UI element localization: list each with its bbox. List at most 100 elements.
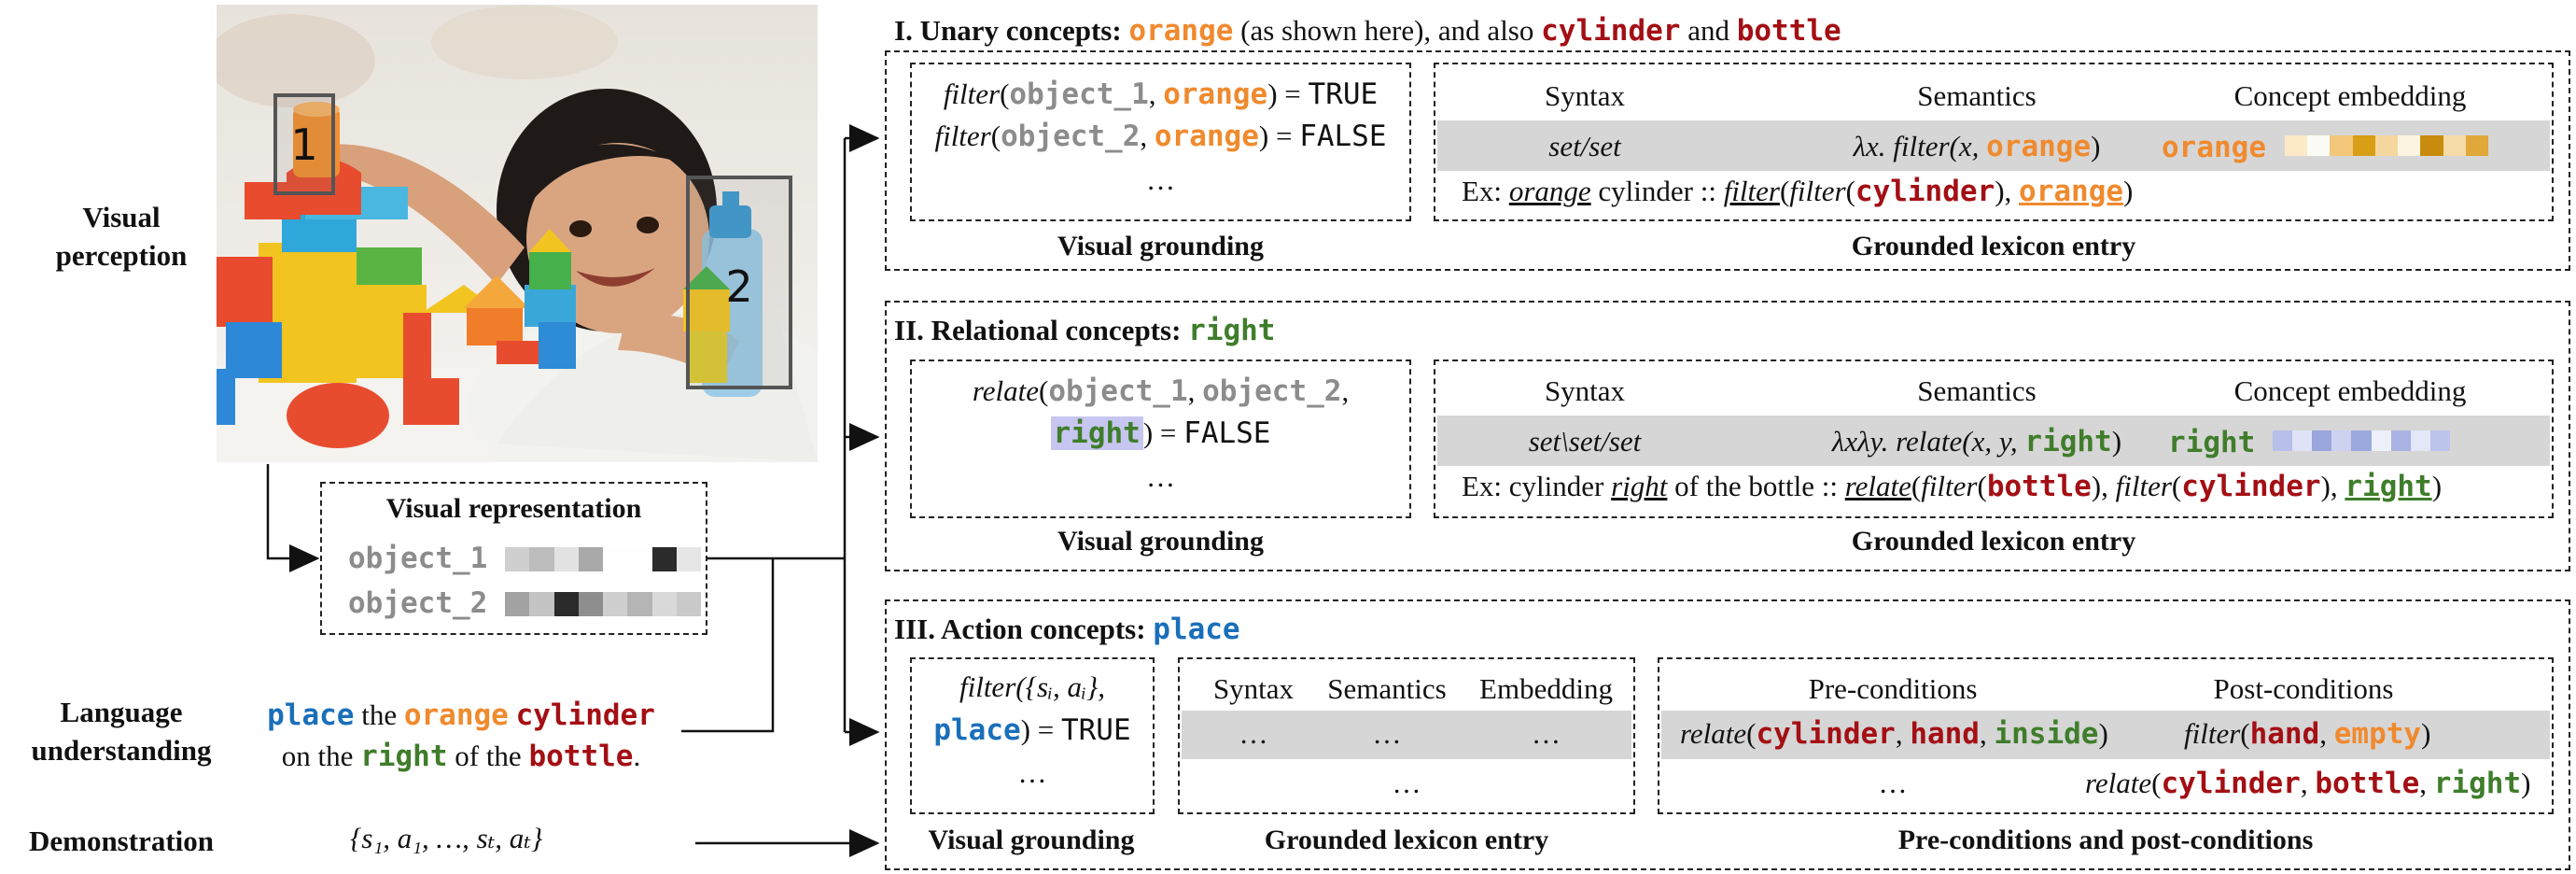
object-2-label: object_2 xyxy=(348,586,488,620)
unary-header-semantics: Semantics xyxy=(1917,79,2037,112)
action-caption-lex: Grounded lexicon entry xyxy=(1264,825,1549,855)
action-title-concept: place xyxy=(1153,613,1240,646)
unary-embedding-cell xyxy=(2465,135,2488,156)
action-post-relate: relate(cylinder, bottle, right) xyxy=(2085,767,2531,800)
action-caption-vg: Visual grounding xyxy=(928,825,1135,855)
object-2-embedding-cell xyxy=(505,592,530,616)
relational-embedding-cell xyxy=(2331,430,2352,451)
action-vg-line2: place) = TRUE xyxy=(933,713,1131,747)
action-section-title: III. Action concepts: place xyxy=(894,613,1240,646)
unary-caption-vg: Visual grounding xyxy=(1057,231,1264,261)
unary-embedding-cell xyxy=(2307,135,2331,156)
unary-semantics: λx. filter(x, orange) xyxy=(1853,130,2101,163)
word-period: . xyxy=(633,740,641,772)
word-place: place xyxy=(267,698,355,732)
visual-perception-text: Visual perception xyxy=(55,201,188,272)
relational-concept-embedding xyxy=(2273,430,2450,451)
relational-section-title: II. Relational concepts: right xyxy=(894,314,1275,347)
unary-title-cylinder: cylinder xyxy=(1541,14,1681,48)
relational-embedding-cell xyxy=(2410,430,2430,451)
relational-visual-grounding-box: relate(object_1, object_2, right) = FALS… xyxy=(910,359,1411,518)
object-2-embedding-cell xyxy=(676,592,701,616)
word-orange: orange xyxy=(403,698,509,732)
relational-header-semantics: Semantics xyxy=(1917,374,2037,407)
unary-header-syntax: Syntax xyxy=(1544,79,1626,112)
relational-vg-ellipsis: … xyxy=(1146,460,1175,493)
action-visual-grounding-box: filter({sᵢ, aᵢ}, place) = TRUE … xyxy=(910,657,1155,814)
unary-title-mid1: (as shown here), and also xyxy=(1240,14,1534,47)
action-lexicon-box: Syntax Semantics Embedding … … … … xyxy=(1178,657,1635,814)
action-pre-relate: relate(cylinder, hand, inside) xyxy=(1680,717,2108,751)
object-1-embedding-cell xyxy=(627,547,652,571)
relational-embedding-cell xyxy=(2429,430,2450,451)
action-embedding-dots: … xyxy=(1532,717,1561,750)
word-on-the: on the xyxy=(281,740,354,772)
action-section-frame xyxy=(885,599,2570,870)
object-1-label: object_1 xyxy=(348,542,488,575)
unary-embedding-cell xyxy=(2398,135,2421,156)
demonstration-math: {s₁, a₁, …, sₜ, aₜ} xyxy=(350,822,543,854)
object-1-embedding-cell xyxy=(603,547,628,571)
relational-vg-line1: relate(object_1, object_2, xyxy=(972,374,1350,408)
unary-section-title: I. Unary concepts: orange (as shown here… xyxy=(894,14,1841,48)
visual-perception-label: Visual perception xyxy=(37,198,205,275)
action-vg-line1: filter({sᵢ, aᵢ}, xyxy=(959,670,1106,703)
relational-section-frame xyxy=(885,301,2570,571)
unary-lexicon-box: Syntax Semantics Concept embedding set/s… xyxy=(1434,63,2554,221)
relational-caption-lex: Grounded lexicon entry xyxy=(1851,526,2136,557)
relational-embedding-cell xyxy=(2371,430,2391,451)
relational-vg-line2: right) = FALSE xyxy=(912,416,1409,450)
object-1-embedding-cell xyxy=(529,547,554,571)
word-right: right xyxy=(360,740,448,773)
language-understanding-label: Language understanding xyxy=(19,693,224,769)
unary-title-mid2: and xyxy=(1687,14,1729,47)
relational-embedding-cell xyxy=(2292,430,2313,451)
unary-vg-ellipsis: … xyxy=(1146,163,1175,196)
relational-title-concept: right xyxy=(1188,314,1276,347)
language-sentence: place the orange cylinder on the right o… xyxy=(245,695,678,777)
scene-illustration: 1 2 xyxy=(217,5,818,462)
object-2-embedding-cell xyxy=(603,592,628,616)
object-2-embedding xyxy=(505,592,701,616)
word-cylinder: cylinder xyxy=(515,698,655,732)
action-header-pre: Pre-conditions xyxy=(1808,672,1978,705)
object-1-embedding-cell xyxy=(578,547,603,571)
relational-lexicon-box: Syntax Semantics Concept embedding set\s… xyxy=(1434,359,2554,518)
relational-embedding-cell xyxy=(2351,430,2372,451)
action-pre-dots: … xyxy=(1878,767,1908,799)
word-bottle: bottle xyxy=(528,740,634,773)
relational-emb-word: right xyxy=(2168,426,2256,459)
object-2-embedding-cell xyxy=(651,592,677,616)
relational-syntax: set\set/set xyxy=(1528,425,1642,458)
demonstration-label: Demonstration xyxy=(19,822,224,860)
action-header-semantics: Semantics xyxy=(1327,672,1447,705)
unary-example: Ex: orange cylinder :: filter(filter(cyl… xyxy=(1462,175,2134,208)
relational-embedding-cell xyxy=(2273,430,2293,451)
relational-embedding-cell xyxy=(2312,430,2332,451)
action-conditions-box: Pre-conditions Post-conditions relate(cy… xyxy=(1658,657,2554,814)
relational-semantics: λxλy. relate(x, y, right) xyxy=(1831,425,2122,458)
unary-concept-embedding xyxy=(2285,135,2488,156)
unary-header-embedding: Concept embedding xyxy=(2233,79,2467,112)
action-caption-pre: Pre-conditions and post-conditions xyxy=(1897,825,2314,855)
relational-title-prefix: II. Relational concepts: xyxy=(894,314,1182,346)
language-understanding-text: Language understanding xyxy=(31,696,212,767)
relational-embedding-cell xyxy=(2390,430,2411,451)
visual-representation-title: Visual representation xyxy=(385,493,642,524)
action-semantics-dots: … xyxy=(1372,717,1402,750)
action-syntax-dots: … xyxy=(1239,717,1268,750)
object-1-embedding-cell xyxy=(651,547,677,571)
visual-representation-box: Visual representation object_1 object_2 xyxy=(320,482,707,635)
action-header-embedding: Embedding xyxy=(1479,672,1613,705)
unary-title-bottle: bottle xyxy=(1736,14,1841,48)
demonstration-text: Demonstration xyxy=(28,825,215,857)
unary-caption-lex: Grounded lexicon entry xyxy=(1851,231,2136,261)
relational-caption-vg: Visual grounding xyxy=(1057,526,1264,557)
unary-section-frame xyxy=(885,50,2570,271)
action-header-syntax: Syntax xyxy=(1212,672,1295,705)
object-2-embedding-cell xyxy=(529,592,554,616)
bbox-2-label: 2 xyxy=(725,261,752,312)
word-the: the xyxy=(361,698,398,731)
unary-embedding-cell xyxy=(2374,135,2399,156)
